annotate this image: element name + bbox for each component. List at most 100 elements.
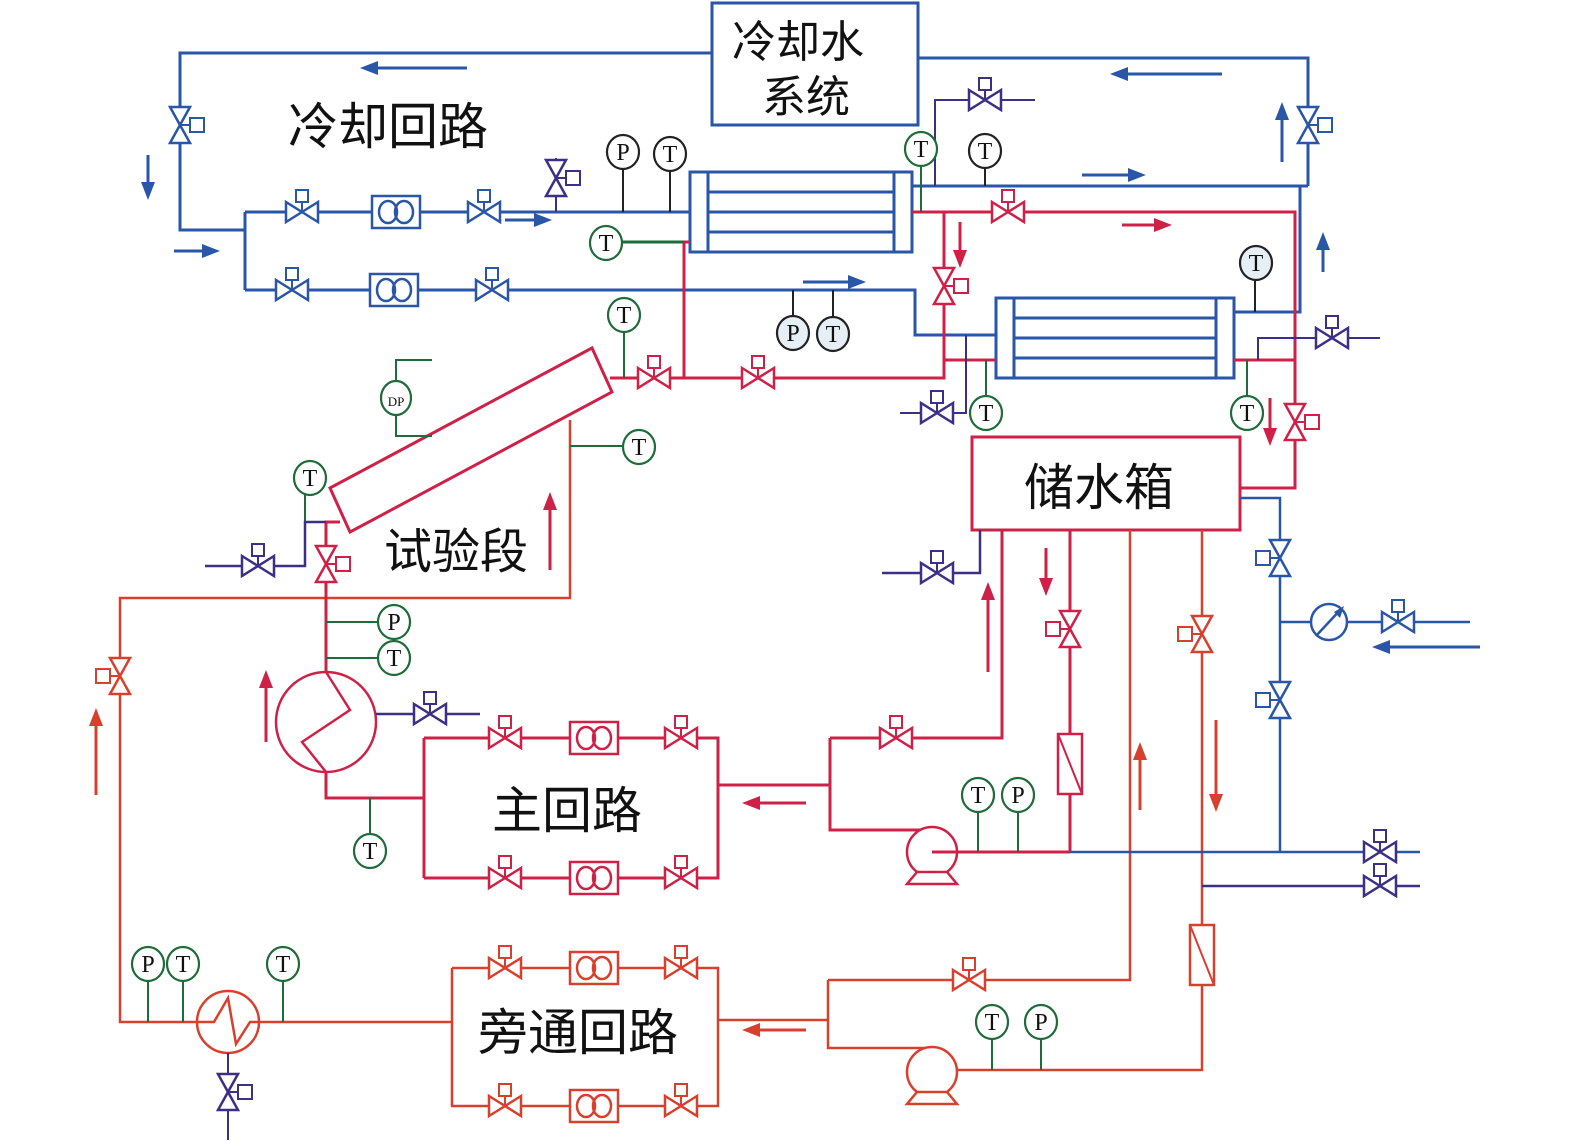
pipe — [450, 966, 720, 1108]
valve-body — [474, 277, 495, 303]
valve-body — [487, 1093, 508, 1119]
pipe — [610, 360, 946, 380]
temperature-gauge: T — [292, 459, 328, 497]
temperature-gauge: T — [588, 224, 624, 262]
valve-body — [919, 400, 940, 426]
filter-icon — [1056, 732, 1084, 796]
valve-body — [543, 175, 569, 198]
arrow-head — [742, 1023, 760, 1037]
solenoid-valve-icon — [274, 267, 310, 303]
solenoid-valve-icon — [990, 189, 1026, 225]
arrow-head — [1316, 232, 1330, 250]
flow-arrow-icon — [360, 61, 467, 75]
valve-actuator — [674, 1083, 688, 1097]
gauge-label: T — [599, 231, 614, 257]
valve-body — [289, 277, 310, 303]
arrow-head — [1209, 794, 1223, 812]
valve-body — [1282, 419, 1308, 442]
cooling-water-system-label: 冷却水 — [732, 17, 864, 68]
cooling-water-system-box — [710, 1, 920, 127]
solenoid-valve-icon — [1295, 105, 1333, 145]
valve-actuator — [930, 550, 944, 564]
solenoid-valve-icon — [878, 715, 914, 751]
valve-body — [502, 725, 523, 751]
valve-body — [1380, 609, 1401, 635]
valve-actuator — [751, 355, 765, 369]
arrow-head — [141, 182, 155, 200]
flowmeter-rotor — [591, 955, 613, 981]
filter-icon — [1188, 923, 1216, 987]
gauge-circle — [1000, 776, 1036, 814]
valve-actuator — [485, 267, 499, 281]
gauge-label: P — [616, 140, 629, 166]
valve-body — [1362, 839, 1383, 865]
arrow-head — [1154, 218, 1172, 232]
temperature-gauge: T — [967, 132, 1003, 170]
gauge-label: T — [978, 139, 993, 165]
gauge-label: T — [826, 322, 841, 348]
gauge-label: T — [914, 137, 929, 163]
temperature-gauge: T — [815, 315, 851, 353]
pressure-gauge: P — [130, 945, 166, 983]
gauge-label: T — [1249, 251, 1264, 277]
valve-body — [1395, 609, 1416, 635]
valve-actuator — [1325, 315, 1339, 329]
solenoid-valve-icon — [1362, 863, 1398, 899]
valve-body — [215, 1072, 241, 1095]
pipe — [830, 530, 1004, 740]
valve-body — [636, 365, 657, 391]
valve-body — [893, 725, 914, 751]
valve-body — [487, 955, 508, 981]
solenoid-valve-icon — [636, 355, 672, 391]
valve-actuator — [251, 543, 265, 557]
valve-body — [167, 122, 193, 145]
flowmeter-icon — [370, 194, 422, 230]
valve-actuator — [1391, 599, 1405, 613]
pipe — [932, 530, 1204, 1072]
flow-arrow-icon — [1122, 218, 1172, 232]
valve-body — [1057, 626, 1083, 649]
flow-arrow-icon — [89, 708, 103, 795]
valve-actuator — [978, 77, 992, 91]
pump-casing — [905, 1045, 959, 1099]
solenoid-valve-icon — [663, 945, 699, 981]
storage-tank-label: 储水箱 — [1024, 459, 1174, 517]
valve-body — [489, 277, 510, 303]
valve-body — [1295, 122, 1321, 145]
valve-actuator — [189, 117, 205, 133]
valve-actuator — [1317, 117, 1333, 133]
valve-body — [1377, 839, 1398, 865]
solenoid-valve-icon — [1255, 680, 1293, 720]
pipe — [1240, 496, 1282, 852]
flow-arrow-icon — [742, 796, 806, 810]
gauge-label: P — [786, 321, 799, 347]
solenoid-valve-icon — [487, 1083, 523, 1119]
valve-body — [931, 283, 957, 306]
main-loop-label: 主回路 — [492, 782, 642, 840]
flowmeter-rotor — [575, 955, 597, 981]
solenoid-valve-icon — [1282, 402, 1320, 442]
valve-actuator — [674, 945, 688, 959]
valve-body — [240, 553, 261, 579]
solenoid-valve-icon — [919, 550, 955, 586]
gauge-circle — [379, 379, 413, 417]
valve-body — [481, 199, 502, 225]
filter-box — [1188, 923, 1216, 987]
gauge-label: T — [617, 303, 632, 329]
valve-body — [487, 865, 508, 891]
flow-arrow-icon — [803, 275, 866, 289]
flow-arrow-icon — [1110, 67, 1222, 81]
preheater-icon — [274, 670, 378, 774]
valve-actuator — [930, 390, 944, 404]
flowmeter-rotor — [591, 725, 613, 751]
flow-arrow-icon — [742, 1023, 806, 1037]
valve-body — [215, 1089, 241, 1112]
gauge-label: T — [979, 401, 994, 427]
valve-actuator — [647, 355, 661, 369]
bypass-loop-label: 旁通回路 — [478, 1004, 678, 1062]
arrow-head — [981, 582, 995, 600]
gauge-label: T — [971, 783, 986, 809]
arrow-head — [1039, 578, 1053, 596]
